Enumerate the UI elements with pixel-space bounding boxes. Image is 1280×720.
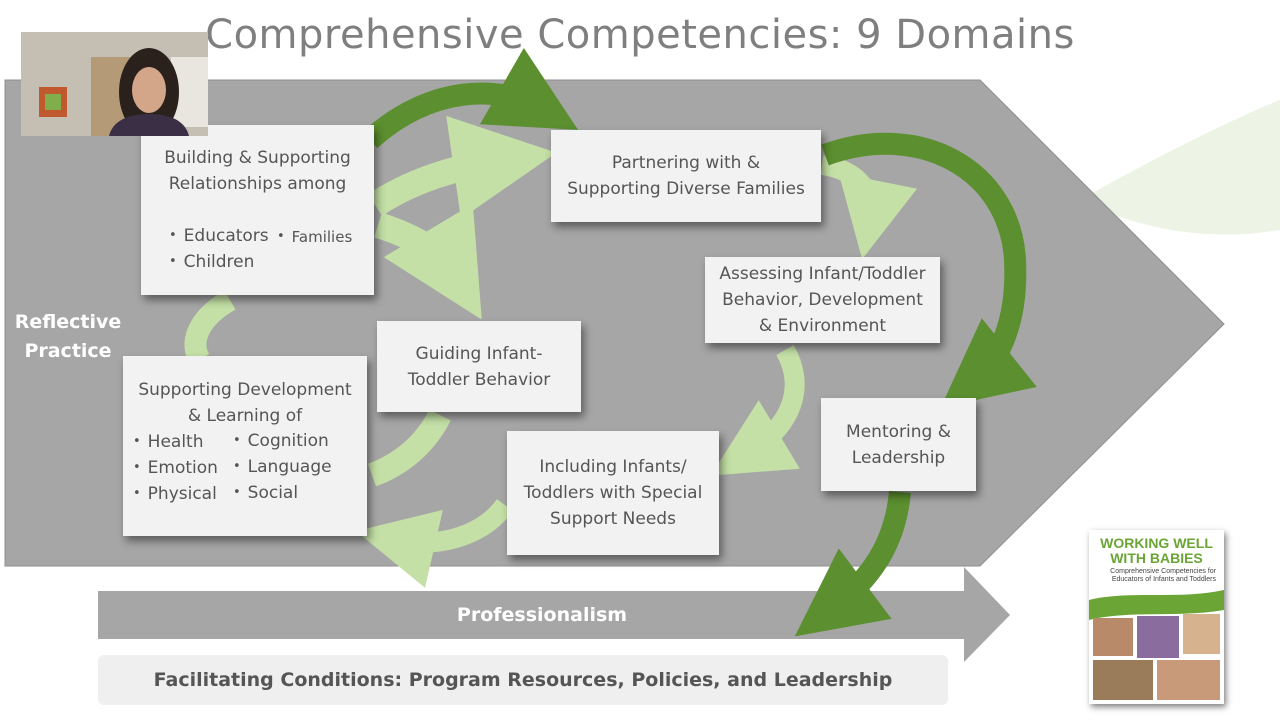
box-families: Partnering with & Supporting Diverse Fam… xyxy=(551,130,821,222)
book-cover: WORKING WELL WITH BABIES Comprehensive C… xyxy=(1089,530,1224,704)
list-item: Families xyxy=(277,224,353,250)
development-list-1: Health Emotion Physical xyxy=(133,429,218,507)
families-line-2: Supporting Diverse Families xyxy=(567,179,805,199)
book-title: WORKING WELL WITH BABIES xyxy=(1093,536,1220,566)
relationships-heading-line-1: Building & Supporting xyxy=(164,148,351,168)
guiding-line-1: Guiding Infant- xyxy=(415,343,543,364)
assessing-line-2: Behavior, Development xyxy=(722,290,923,310)
development-heading: Supporting Development & Learning of xyxy=(123,377,367,429)
webcam-video xyxy=(21,32,208,136)
relationships-list: Educators Children xyxy=(169,223,269,275)
box-relationships: Building & Supporting Relationships amon… xyxy=(141,125,374,295)
relationships-list-2: Families xyxy=(277,224,353,250)
box-special-needs: Including Infants/ Toddlers with Special… xyxy=(507,431,719,555)
list-item: Social xyxy=(233,480,332,506)
light-arrow-special-to-development xyxy=(356,498,514,588)
book-photos xyxy=(1089,590,1224,700)
list-item: Health xyxy=(133,429,218,455)
list-item: Cognition xyxy=(233,428,332,454)
dark-arrow-right xyxy=(821,132,1037,408)
list-item: Educators xyxy=(169,223,269,249)
professionalism-label: Professionalism xyxy=(456,604,628,626)
slide-title: Comprehensive Competencies: 9 Domains xyxy=(205,12,1075,58)
special-line-3: Support Needs xyxy=(550,509,676,529)
special-line-2: Toddlers with Special xyxy=(523,483,703,503)
book-title-line-1: WORKING WELL xyxy=(1100,535,1213,551)
dark-arrow-top xyxy=(362,47,579,149)
facilitating-conditions-bar: Facilitating Conditions: Program Resourc… xyxy=(98,655,948,705)
mentoring-line-1: Mentoring & xyxy=(846,421,951,442)
relationships-heading: Building & Supporting Relationships amon… xyxy=(141,145,374,197)
relationships-heading-line-2: Relationships among xyxy=(168,174,347,194)
assessing-line-3: & Environment xyxy=(758,316,887,336)
mentoring-line-2: Leadership xyxy=(851,447,946,468)
light-arrow-relationships-to-families xyxy=(367,115,557,219)
presenter-image xyxy=(21,32,208,136)
reflective-line-1: Reflective xyxy=(14,311,122,333)
list-item: Language xyxy=(233,454,332,480)
box-development: Supporting Development & Learning of Hea… xyxy=(123,356,367,536)
list-item: Children xyxy=(169,249,269,275)
light-arrow-assessing-to-special xyxy=(710,345,805,476)
development-list-2: Cognition Language Social xyxy=(233,428,332,506)
box-assessing: Assessing Infant/Toddler Behavior, Devel… xyxy=(705,257,940,343)
light-arrow-guiding-to-development xyxy=(367,409,451,487)
book-title-line-2: WITH BABIES xyxy=(1110,550,1203,566)
box-mentoring: Mentoring & Leadership xyxy=(821,398,976,491)
background-swoosh xyxy=(1080,100,1280,235)
development-heading-line-1: Supporting Development xyxy=(138,380,352,400)
families-line-1: Partnering with & xyxy=(611,153,761,173)
dark-arrow-mentoring-down xyxy=(794,490,911,637)
special-line-1: Including Infants/ xyxy=(539,457,687,477)
development-heading-line-2: & Learning of xyxy=(187,406,303,426)
list-item: Emotion xyxy=(133,455,218,481)
light-arrow-families-to-assessing xyxy=(820,155,918,260)
guiding-line-2: Toddler Behavior xyxy=(407,369,551,390)
reflective-line-2: Practice xyxy=(24,340,112,362)
reflective-practice-label: Reflective Practice xyxy=(14,308,122,366)
light-arrow-loop-left xyxy=(184,290,236,367)
light-arrow-relationships-to-guiding xyxy=(374,203,482,320)
list-item: Physical xyxy=(133,481,218,507)
professionalism-arrow xyxy=(98,567,1010,662)
book-subtitle: Comprehensive Competencies for Educators… xyxy=(1110,568,1216,583)
box-guiding: Guiding Infant- Toddler Behavior xyxy=(377,321,581,412)
assessing-line-1: Assessing Infant/Toddler xyxy=(719,264,926,284)
